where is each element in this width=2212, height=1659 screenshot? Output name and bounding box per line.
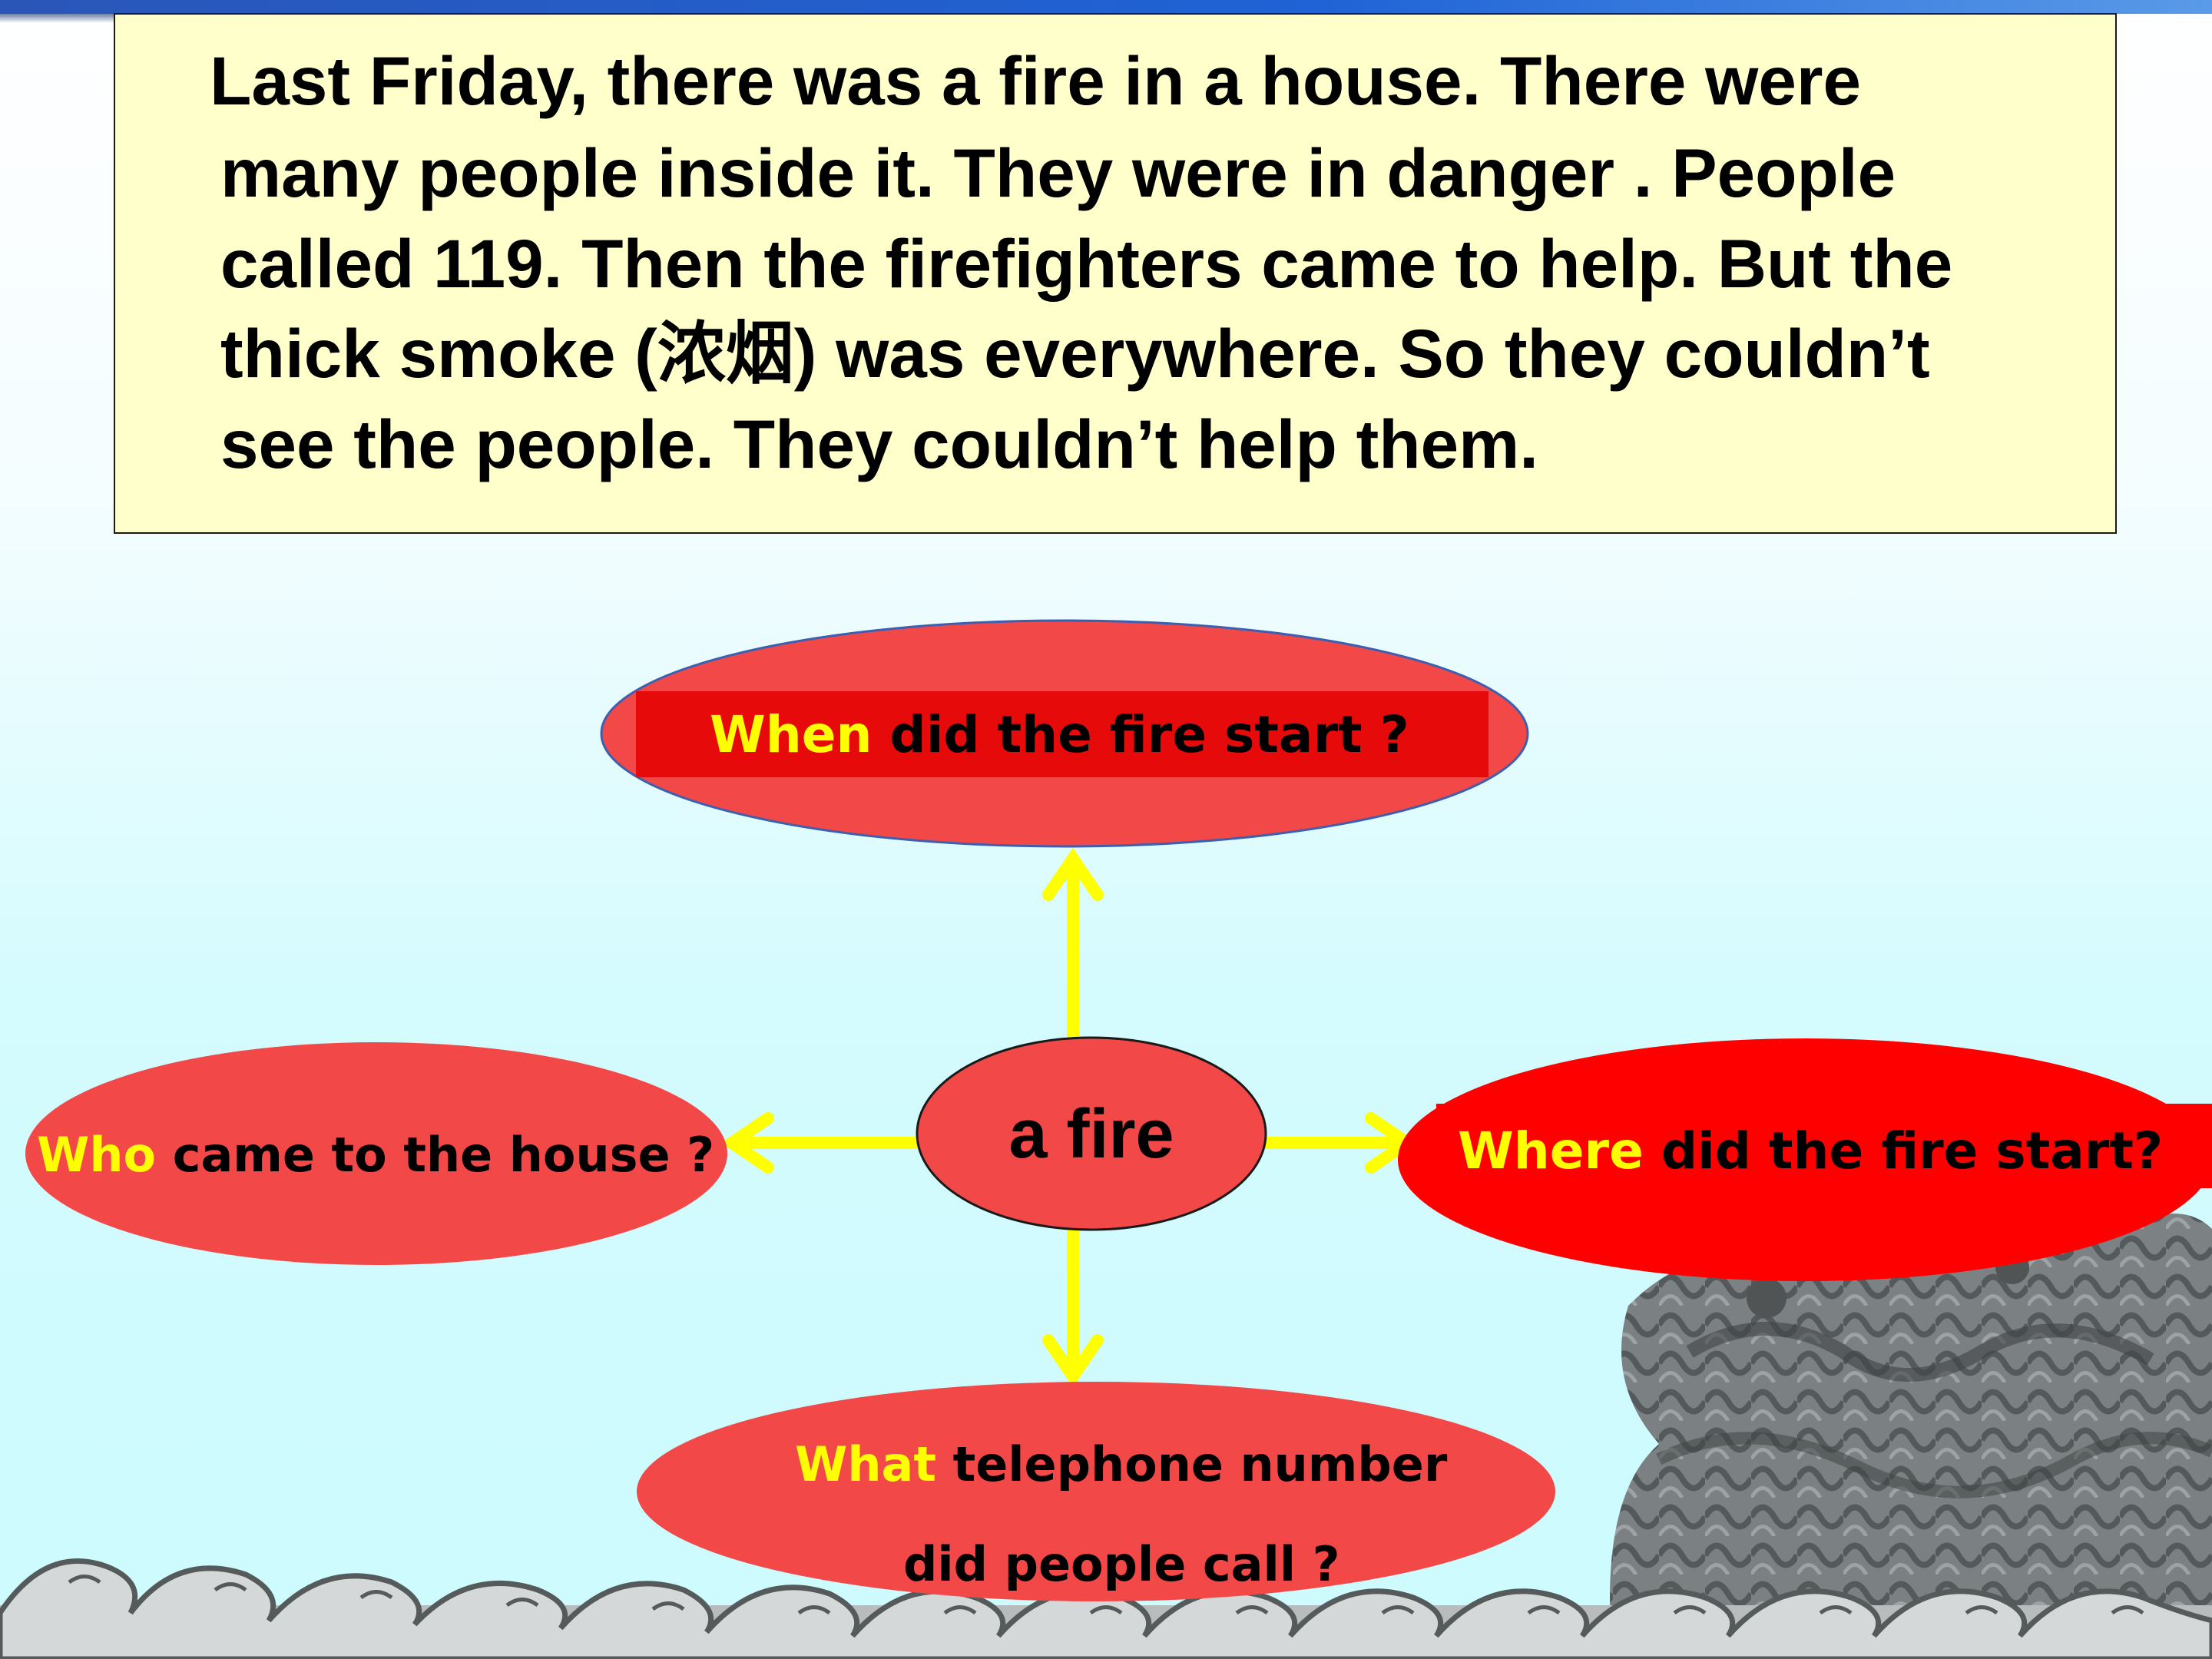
passage-line-3: called 119. Then the firefighters came t… bbox=[220, 225, 1953, 302]
question-bubble-left bbox=[25, 1042, 727, 1265]
question-right-wh-word: Where bbox=[1458, 1121, 1644, 1181]
arrow-up-head bbox=[1042, 847, 1104, 901]
question-right-rest: did the fire start? bbox=[1643, 1121, 2164, 1181]
reading-passage-box: Last Friday, there was a fire in a house… bbox=[114, 13, 2117, 534]
passage-line-4: thick smoke (浓烟) was everywhere. So they… bbox=[220, 315, 1930, 392]
question-bottom-rest: telephone number bbox=[936, 1436, 1448, 1492]
question-bottom-line-1: What telephone number bbox=[795, 1436, 1447, 1492]
question-bubble-top-highlight bbox=[636, 691, 1488, 777]
question-left-wh-word: Who bbox=[37, 1127, 157, 1183]
center-topic-label: a fire bbox=[1008, 1096, 1174, 1173]
question-top: When did the fire start ? bbox=[710, 705, 1409, 764]
question-left: Who came to the house ? bbox=[37, 1127, 714, 1183]
wave-decoration-icon bbox=[0, 1558, 2212, 1659]
question-top-rest: did the fire start ? bbox=[872, 705, 1409, 764]
top-bar-shadow bbox=[0, 14, 115, 23]
top-title-bar bbox=[0, 0, 2212, 14]
question-top-wh-word: When bbox=[710, 705, 873, 764]
dragon-decoration-icon bbox=[1610, 1209, 2212, 1659]
arrow-left-head bbox=[720, 1112, 774, 1174]
question-bubble-bottom bbox=[637, 1382, 1555, 1601]
arrow-down-head bbox=[1042, 1334, 1104, 1388]
question-bubble-right-highlight bbox=[1436, 1104, 2212, 1188]
question-right: Where did the fire start? bbox=[1458, 1121, 2163, 1181]
question-bottom-wh-word: What bbox=[795, 1436, 937, 1492]
question-bottom-line-2: did people call ? bbox=[903, 1536, 1340, 1592]
center-topic-bubble bbox=[916, 1036, 1267, 1231]
passage-line-1: Last Friday, there was a fire in a house… bbox=[210, 42, 1861, 119]
passage-line-2: many people inside it. They were in dang… bbox=[220, 134, 1896, 211]
question-left-rest: came to the house ? bbox=[156, 1127, 715, 1183]
passage-line-5: see the people. They couldn’t help them. bbox=[220, 406, 1538, 482]
